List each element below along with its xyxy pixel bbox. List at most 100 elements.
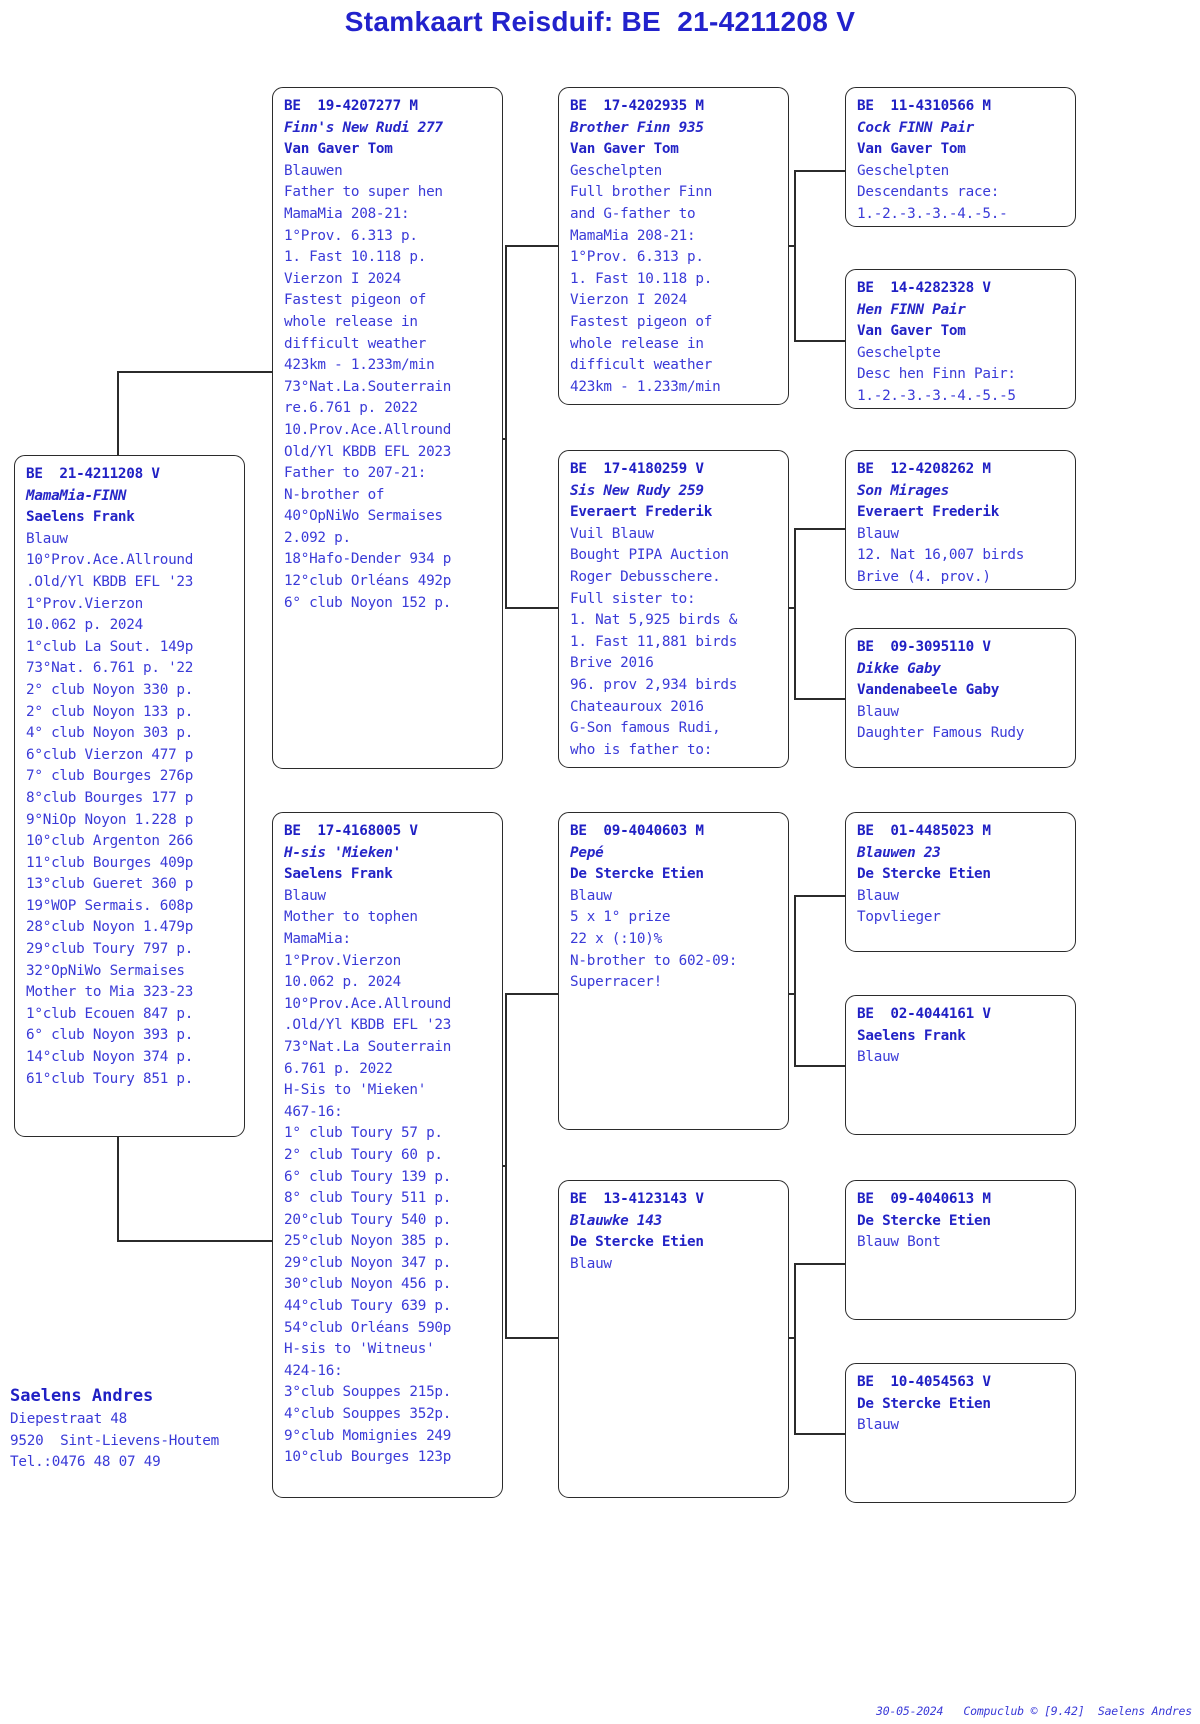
footer-credit: 30-05-2024 Compuclub © [9.42] Saelens An… xyxy=(875,1704,1192,1718)
owner-name: De Stercke Etien xyxy=(857,866,991,883)
detail-line: 4°club Souppes 352p. xyxy=(284,1406,452,1423)
detail-line: 1°club Ecouen 847 p. xyxy=(26,1005,194,1022)
nickname: Son Mirages xyxy=(857,482,949,499)
detail-line: 29°club Toury 797 p. xyxy=(26,941,194,958)
detail-line: 73°Nat.La Souterrain xyxy=(284,1038,452,1055)
detail-line: Blauw xyxy=(570,1255,612,1272)
detail-line: Desc hen Finn Pair: xyxy=(857,366,1016,383)
detail-line: 1°Prov.Vierzon xyxy=(26,595,144,612)
pigeon-box-ggp-4[interactable]: BE 09-3095110 V Dikke Gaby Vandenabeele … xyxy=(845,628,1076,768)
detail-line: Geschelpten xyxy=(570,162,662,179)
detail-line: 96. prov 2,934 birds xyxy=(570,676,738,693)
detail-line: 7° club Bourges 276p xyxy=(26,768,194,785)
owner-name: Saelens Frank xyxy=(857,1027,966,1044)
pigeon-box-ggp-5[interactable]: BE 01-4485023 M Blauwen 23 De Stercke Et… xyxy=(845,812,1076,952)
detail-line: Father to super hen xyxy=(284,184,443,201)
detail-line: 40°OpNiWo Sermaises xyxy=(284,508,443,525)
detail-line: 73°Nat. 6.761 p. '22 xyxy=(26,660,194,677)
pigeon-box-subject[interactable]: BE 21-4211208 V MamaMia-FINN Saelens Fra… xyxy=(14,455,245,1137)
pigeon-box-grandmother-paternal[interactable]: BE 17-4180259 V Sis New Rudy 259 Everaer… xyxy=(558,450,789,768)
connector-gpmf-vertical xyxy=(794,895,796,1065)
detail-line: MamaMia 208-21: xyxy=(284,205,410,222)
detail-line: Blauw xyxy=(857,1049,899,1066)
ring-number: BE 09-3095110 V xyxy=(857,639,991,655)
pigeon-box-father[interactable]: BE 19-4207277 M Finn's New Rudi 277 Van … xyxy=(272,87,503,769)
ring-number: BE 11-4310566 M xyxy=(857,98,991,114)
pigeon-box-ggp-6[interactable]: BE 02-4044161 V Saelens Frank Blauw xyxy=(845,995,1076,1135)
pigeon-box-grandfather-maternal[interactable]: BE 09-4040603 M Pepé De Stercke Etien Bl… xyxy=(558,812,789,1130)
detail-line: 10.Prov.Ace.Allround xyxy=(284,421,452,438)
owner-name: Everaert Frederik xyxy=(857,504,1000,521)
pigeon-box-ggp-3[interactable]: BE 12-4208262 M Son Mirages Everaert Fre… xyxy=(845,450,1076,590)
detail-line: 44°club Toury 639 p. xyxy=(284,1298,452,1315)
detail-line: Fastest pigeon of xyxy=(570,313,713,330)
detail-line: 1°Prov. 6.313 p. xyxy=(570,249,704,266)
connector-subject-to-father xyxy=(117,371,273,373)
connector-father-to-gpff xyxy=(505,245,559,247)
ring-number: BE 12-4208262 M xyxy=(857,461,991,477)
connector-mother-to-gpmm xyxy=(505,1337,559,1339)
detail-line: Chateauroux 2016 xyxy=(570,698,704,715)
pigeon-box-ggp-1[interactable]: BE 11-4310566 M Cock FINN Pair Van Gaver… xyxy=(845,87,1076,227)
detail-line: difficult weather xyxy=(570,357,713,374)
detail-line: N-brother of xyxy=(284,486,385,503)
nickname: Sis New Rudy 259 xyxy=(570,482,704,499)
detail-line: 423km - 1.233m/min xyxy=(570,378,721,395)
detail-line: Blauw xyxy=(284,887,326,904)
page-title: Stamkaart Reisduif: BE 21-4211208 V xyxy=(344,6,856,37)
detail-line: Blauw xyxy=(857,887,899,904)
connector-gpmm-to-ggp8 xyxy=(794,1433,846,1435)
detail-line: 61°club Toury 851 p. xyxy=(26,1070,194,1087)
detail-line: Superracer! xyxy=(570,974,662,991)
pigeon-box-ggp-2[interactable]: BE 14-4282328 V Hen FINN Pair Van Gaver … xyxy=(845,269,1076,409)
breeder-name: Saelens Andres xyxy=(10,1386,154,1406)
detail-line: Brive 2016 xyxy=(570,655,654,672)
detail-line: re.6.761 p. 2022 xyxy=(284,400,418,417)
detail-line: 10°Prov.Ace.Allround xyxy=(284,995,452,1012)
owner-name: Van Gaver Tom xyxy=(570,141,679,158)
owner-name: De Stercke Etien xyxy=(570,866,704,883)
owner-name: Saelens Frank xyxy=(284,866,393,883)
detail-line: 22 x (:10)% xyxy=(570,930,662,947)
detail-line: 423km - 1.233m/min xyxy=(284,357,435,374)
detail-line: 9°club Momignies 249 xyxy=(284,1427,452,1444)
pigeon-box-grandmother-maternal[interactable]: BE 13-4123143 V Blauwke 143 De Stercke E… xyxy=(558,1180,789,1498)
detail-line: Geschelpte xyxy=(857,344,941,361)
address-city: 9520 Sint-Lievens-Houtem xyxy=(10,1432,219,1449)
pigeon-box-grandfather-paternal[interactable]: BE 17-4202935 M Brother Finn 935 Van Gav… xyxy=(558,87,789,405)
detail-line: G-Son famous Rudi, xyxy=(570,720,721,737)
detail-line: 8° club Toury 511 p. xyxy=(284,1190,452,1207)
detail-line: 11°club Bourges 409p xyxy=(26,854,194,871)
owner-name: Saelens Frank xyxy=(26,509,135,526)
detail-line: 1. Fast 10.118 p. xyxy=(570,270,713,287)
detail-line: Full sister to: xyxy=(570,590,696,607)
detail-line: .Old/Yl KBDB EFL '23 xyxy=(26,573,194,590)
detail-line: 32°OpNiWo Sermaises xyxy=(26,962,185,979)
pigeon-box-mother[interactable]: BE 17-4168005 V H-sis 'Mieken' Saelens F… xyxy=(272,812,503,1498)
detail-line: 8°club Bourges 177 p xyxy=(26,789,194,806)
detail-line: 30°club Noyon 456 p. xyxy=(284,1276,452,1293)
nickname: Dikke Gaby xyxy=(857,660,941,677)
detail-line: Full brother Finn xyxy=(570,184,713,201)
ring-number: BE 10-4054563 V xyxy=(857,1374,991,1390)
connector-gpfm-to-ggp4 xyxy=(794,698,846,700)
owner-name: De Stercke Etien xyxy=(857,1395,991,1412)
address-phone: Tel.:0476 48 07 49 xyxy=(10,1454,161,1471)
detail-line: Blauw xyxy=(857,703,899,720)
detail-line: 10°club Bourges 123p xyxy=(284,1449,452,1466)
pigeon-box-ggp-7[interactable]: BE 09-4040613 M De Stercke Etien Blauw B… xyxy=(845,1180,1076,1320)
detail-line: 73°Nat.La.Souterrain xyxy=(284,378,452,395)
detail-line: 12. Nat 16,007 birds xyxy=(857,547,1025,564)
detail-line: MamaMia: xyxy=(284,930,351,947)
detail-line: 54°club Orléans 590p xyxy=(284,1319,452,1336)
detail-line: Blauw xyxy=(570,887,612,904)
detail-line: Father to 207-21: xyxy=(284,465,427,482)
detail-line: Blauw xyxy=(857,1417,899,1434)
pigeon-box-ggp-8[interactable]: BE 10-4054563 V De Stercke Etien Blauw xyxy=(845,1363,1076,1503)
detail-line: 5 x 1° prize xyxy=(570,909,671,926)
